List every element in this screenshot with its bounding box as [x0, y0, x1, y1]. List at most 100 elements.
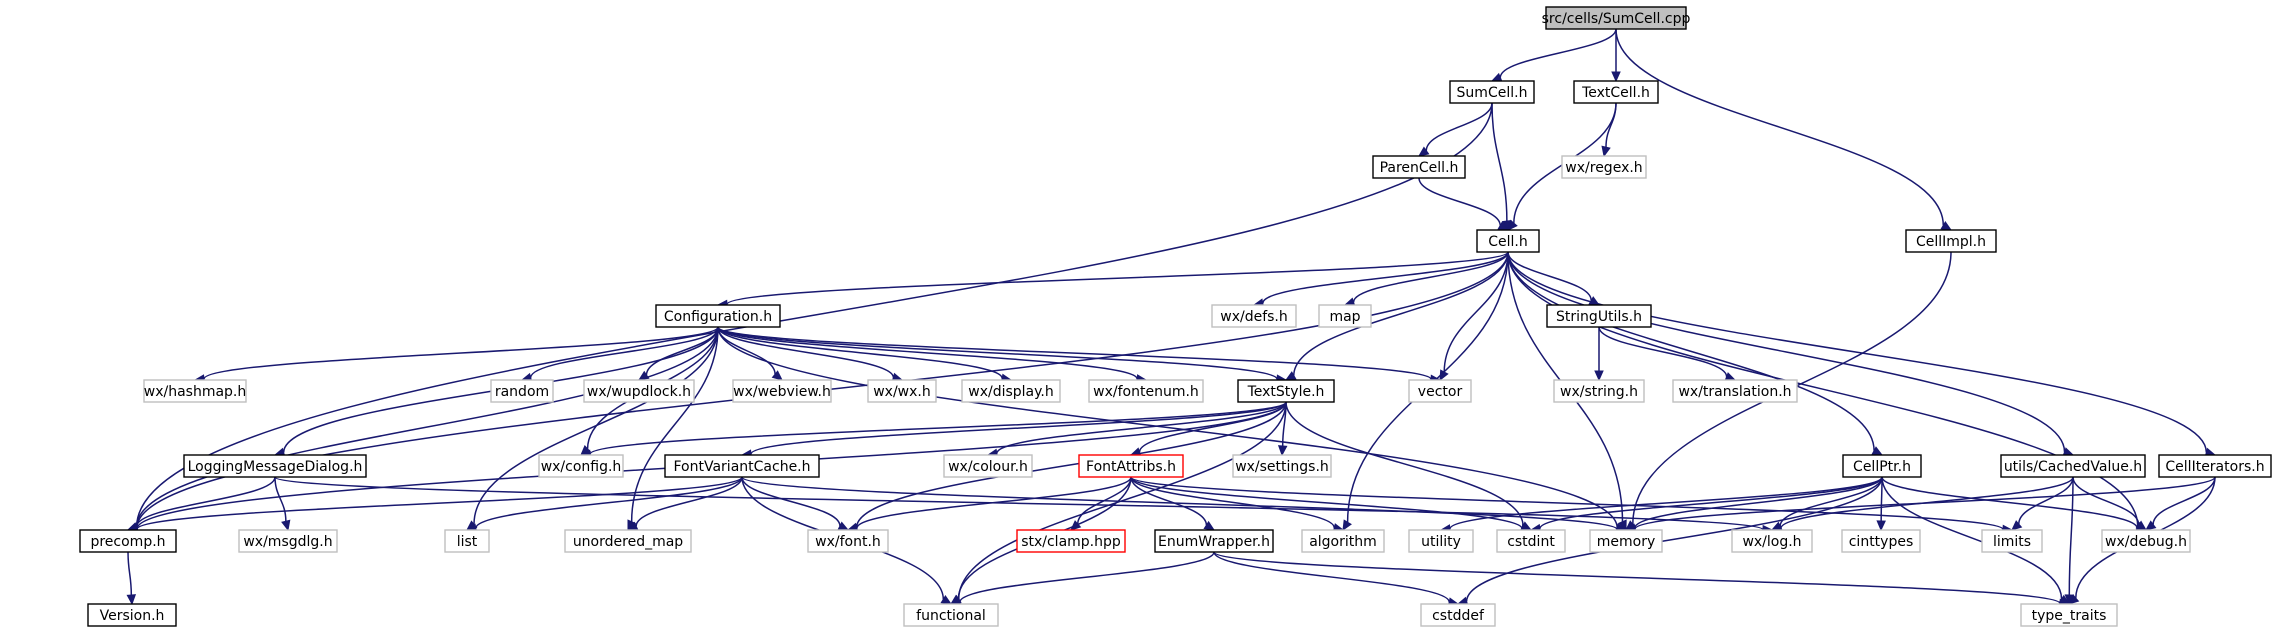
edge-sumcell-to-cell — [1491, 102, 1512, 232]
node-wxwupdlock: wx/wupdlock.h — [583, 379, 695, 403]
node-box-sumcell — [1449, 80, 1535, 104]
node-precomp[interactable]: precomp.h — [79, 529, 177, 553]
node-map: map — [1318, 304, 1372, 328]
node-label-memory: memory — [1597, 534, 1656, 550]
edge-fontvariant-to-unordered_map — [626, 476, 743, 531]
node-box-fontvariant — [664, 454, 820, 478]
node-box-stringutils — [1546, 304, 1652, 328]
edge-root-to-cellimpl — [1615, 28, 1953, 231]
node-box-cell — [1476, 229, 1540, 253]
node-box-wxdisplay — [961, 379, 1061, 403]
edge-enumwrapper-to-functional — [949, 551, 1215, 607]
edge-cachedvalue-to-limits — [2011, 476, 2074, 531]
node-box-typetraits — [2020, 603, 2118, 627]
edge-stringutils-to-wxstring — [1594, 327, 1604, 382]
node-label-precomp: precomp.h — [90, 534, 165, 550]
node-label-typetraits: type_traits — [2032, 608, 2107, 624]
node-label-stringutils: StringUtils.h — [1556, 309, 1642, 325]
edge-enumwrapper-to-typetraits — [1213, 551, 2071, 609]
node-textcell[interactable]: TextCell.h — [1573, 80, 1659, 104]
node-root[interactable]: src/cells/SumCell.cpp — [1542, 6, 1691, 30]
node-box-wxlog — [1731, 529, 1813, 553]
edge-configuration-to-random — [520, 326, 719, 383]
node-label-version: Version.h — [100, 608, 165, 624]
node-wxfont: wx/font.h — [807, 529, 889, 553]
node-label-algorithm: algorithm — [1309, 534, 1377, 550]
node-label-random: random — [495, 384, 549, 400]
node-wxlog: wx/log.h — [1731, 529, 1813, 553]
node-label-cinttypes: cinttypes — [1849, 534, 1914, 550]
node-enumwrapper[interactable]: EnumWrapper.h — [1154, 529, 1274, 553]
node-wxfontenum: wx/fontenum.h — [1088, 379, 1204, 403]
node-box-cstdint — [1496, 529, 1566, 553]
node-label-wxdefs: wx/defs.h — [1220, 309, 1288, 325]
node-label-sumcell: SumCell.h — [1457, 85, 1528, 101]
node-label-textstyle: TextStyle.h — [1247, 384, 1325, 400]
node-box-root — [1545, 6, 1687, 30]
node-box-textcell — [1573, 80, 1659, 104]
node-label-wxmsgdlg: wx/msgdlg.h — [243, 534, 332, 550]
node-sumcell[interactable]: SumCell.h — [1449, 80, 1535, 104]
node-cellimpl[interactable]: CellImpl.h — [1905, 229, 1997, 253]
node-box-cinttypes — [1841, 529, 1921, 553]
node-box-precomp — [79, 529, 177, 553]
node-functional: functional — [903, 603, 999, 627]
node-box-wxhashmap — [143, 379, 247, 403]
edge-root-to-textcell — [1611, 28, 1621, 83]
edge-fontattribs-to-enumwrapper — [1130, 476, 1216, 531]
node-wxhashmap: wx/hashmap.h — [143, 379, 247, 403]
node-box-map — [1318, 304, 1372, 328]
node-wxstring: wx/string.h — [1553, 379, 1645, 403]
node-label-wxdebug: wx/debug.h — [2105, 534, 2187, 550]
node-memory: memory — [1589, 529, 1663, 553]
node-box-cellptr — [1842, 454, 1922, 478]
node-wxconfig: wx/config.h — [538, 454, 624, 478]
node-configuration[interactable]: Configuration.h — [655, 304, 781, 328]
node-box-limits — [1981, 529, 2043, 553]
node-label-cstddef: cstddef — [1432, 608, 1485, 624]
edge-fontvariant-to-precomp — [126, 476, 743, 534]
node-label-wxfont: wx/font.h — [815, 534, 881, 550]
node-version[interactable]: Version.h — [87, 603, 177, 627]
node-wxsettings: wx/settings.h — [1232, 454, 1332, 478]
node-cachedvalue[interactable]: utils/CachedValue.h — [2000, 454, 2146, 478]
node-stxclamp[interactable]: stx/clamp.hpp — [1016, 529, 1126, 553]
edge-parencell-to-cell — [1418, 177, 1510, 231]
node-box-wxcolour — [943, 454, 1033, 478]
dependency-edges — [126, 28, 2217, 609]
node-label-wxhashmap: wx/hashmap.h — [144, 384, 247, 400]
node-textstyle[interactable]: TextStyle.h — [1237, 379, 1335, 403]
node-wxmsgdlg: wx/msgdlg.h — [238, 529, 338, 553]
node-box-cellimpl — [1905, 229, 1997, 253]
node-label-wxstring: wx/string.h — [1560, 384, 1638, 400]
node-fontattribs[interactable]: FontAttribs.h — [1078, 454, 1184, 478]
node-celliterators[interactable]: CellIterators.h — [2158, 454, 2272, 478]
node-algorithm: algorithm — [1301, 529, 1385, 553]
node-wxwx: wx/wx.h — [867, 379, 937, 403]
node-wxdefs: wx/defs.h — [1211, 304, 1297, 328]
edge-cellptr-to-wxdebug — [1881, 476, 2148, 533]
edge-fontvariant-to-wxfont — [741, 476, 850, 531]
node-cellptr[interactable]: CellPtr.h — [1842, 454, 1922, 478]
node-fontvariant[interactable]: FontVariantCache.h — [664, 454, 820, 478]
node-cell[interactable]: Cell.h — [1476, 229, 1540, 253]
edge-logging-to-wxlog — [274, 476, 1774, 535]
edge-root-to-sumcell — [1490, 28, 1617, 82]
node-label-fontattribs: FontAttribs.h — [1086, 459, 1176, 475]
node-vector: vector — [1408, 379, 1472, 403]
node-box-unordered_map — [564, 529, 692, 553]
node-label-wxtranslation: wx/translation.h — [1678, 384, 1791, 400]
node-label-cellptr: CellPtr.h — [1853, 459, 1911, 475]
node-label-cstdint: cstdint — [1507, 534, 1555, 550]
node-unordered_map: unordered_map — [564, 529, 692, 553]
node-parencell[interactable]: ParenCell.h — [1372, 155, 1466, 179]
node-box-memory — [1589, 529, 1663, 553]
node-label-vector: vector — [1418, 384, 1463, 400]
node-label-logging: LoggingMessageDialog.h — [188, 459, 363, 475]
node-logging[interactable]: LoggingMessageDialog.h — [183, 454, 367, 478]
node-wxcolour: wx/colour.h — [943, 454, 1033, 478]
edge-cell-to-cellptr — [1507, 251, 1884, 456]
node-label-root: src/cells/SumCell.cpp — [1542, 11, 1691, 27]
edge-fontvariant-to-list — [465, 476, 743, 533]
node-stringutils[interactable]: StringUtils.h — [1546, 304, 1652, 328]
